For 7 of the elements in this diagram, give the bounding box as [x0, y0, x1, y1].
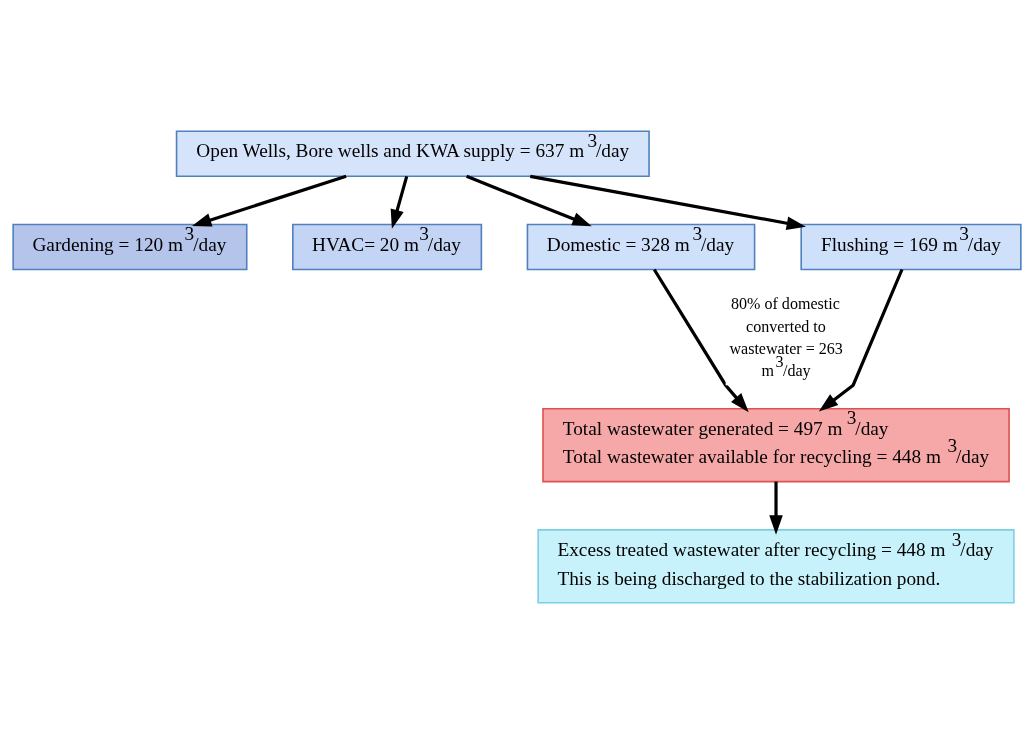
arrow	[390, 175, 409, 229]
arrow	[769, 481, 783, 535]
arrow	[529, 174, 806, 230]
arrow	[652, 268, 749, 412]
arrow	[466, 174, 592, 226]
arrow	[818, 268, 904, 411]
arrow	[192, 174, 347, 226]
